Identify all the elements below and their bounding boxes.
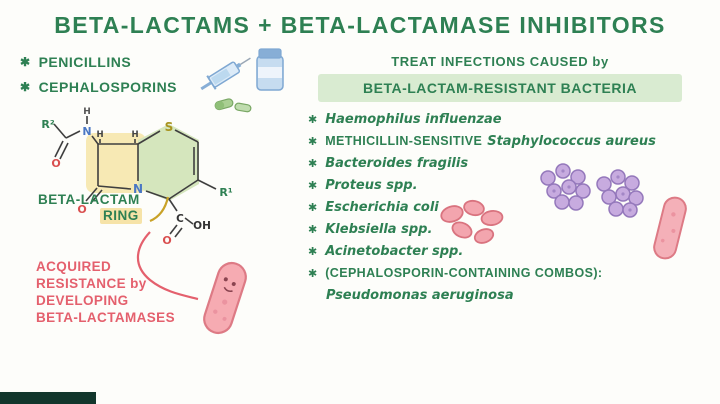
list-item: ✱ Bacteroides fragilis [308,152,656,174]
bacteria-name: Bacteroides fragilis [325,155,469,171]
ring-label-line1: BETA-LACTAM [38,192,140,207]
bacteria-name: Klebsiella spp. [325,221,433,237]
list-item: ✱ Klebsiella spp. [308,218,656,240]
staph-speckles [552,169,632,212]
bacteria-list: ✱ Haemophilus influenzae ✱ METHICILLIN-S… [308,108,656,306]
connector-graphics [136,196,247,335]
atom-label-o-amide: O [51,157,60,170]
bacteria-prefix: METHICILLIN-SENSITIVE [325,134,483,148]
asterisk-bullet-icon: ✱ [308,201,318,214]
bacteria-name: Acinetobacter spp. [325,243,464,259]
bacteria-name: Staphylococcus aureus [487,133,656,149]
drug-class-label: PENICILLINS [38,54,132,70]
asterisk-bullet-icon: ✱ [308,135,318,148]
list-item: ✱ Escherichia coli [308,196,656,218]
asterisk-bullet-icon: ✱ [308,223,318,236]
atom-label-n-ring: N [133,182,143,196]
asterisk-bullet-icon: ✱ [20,80,31,94]
medication-icons [200,48,284,113]
drug-class-label: CEPHALOSPORINS [38,79,178,95]
list-item: ✱ METHICILLIN-SENSITIVE Staphylococcus a… [308,130,656,152]
resistance-note-line: BETA-LACTAMASES [36,310,175,325]
page-title: BETA-LACTAMS + BETA-LACTAMASE INHIBITORS [54,12,666,38]
drug-class-item-penicillins: ✱ PENICILLINS [20,54,177,70]
beta-lactam-ring-highlight [86,133,146,193]
thiazine-ring-highlight [138,124,199,201]
asterisk-bullet-icon: ✱ [308,113,318,126]
bacteria-illustrations [440,163,687,260]
asterisk-bullet-icon: ✱ [308,267,318,280]
resistant-bacterium-icon [203,261,247,335]
resistance-note-line: DEVELOPING [36,293,129,308]
syringe-icon [200,57,251,91]
asterisk-bullet-icon: ✱ [20,55,31,69]
bacteria-prefix: (CEPHALOSPORIN-CONTAINING COMBOS): [325,266,603,280]
list-item: ✱ Acinetobacter spp. [308,240,656,262]
beta-lactam-structure: R² H N O H H S N O R¹ C OH O [41,107,232,247]
bacteria-name: Escherichia coli [325,199,439,215]
pill-bottle-icon [256,48,284,91]
atom-label-c-acid: C [176,213,184,225]
asterisk-bullet-icon: ✱ [308,179,318,192]
atom-label-h-amide: H [83,107,91,117]
list-item: ✱ Haemophilus influenzae [308,108,656,130]
atom-label-r1: R¹ [219,186,232,199]
asterisk-bullet-icon: ✱ [308,245,318,258]
staph-cluster-icon [540,163,644,218]
list-item-sub: Pseudomonas aeruginosa [326,284,656,306]
treat-heading: TREAT INFECTIONS CAUSED by [391,54,609,69]
bacteria-name: Proteus spp. [325,177,418,193]
atom-label-o-lactam: O [77,203,86,216]
pills-icon [214,98,252,113]
atom-label-o-acid: O [162,234,171,247]
resistance-note-line: ACQUIRED [36,259,112,274]
atom-label-oh: OH [193,220,211,232]
structure-bonds [53,116,217,238]
drug-class-item-cephalosporins: ✱ CEPHALOSPORINS [20,79,177,95]
ring-pointer-icon [149,196,170,223]
resistance-note-line: RESISTANCE by [36,276,147,291]
pink-cocci-icon [440,199,504,244]
list-item: ✱ (CEPHALOSPORIN-CONTAINING COMBOS): [308,262,656,284]
resistance-arrow-icon [136,231,199,301]
beta-lactam-ring-label: BETA-LACTAM RING [38,192,142,224]
asterisk-bullet-icon: ✱ [308,157,318,170]
atom-label-n-amide: N [82,125,91,138]
bacteria-name: Pseudomonas aeruginosa [326,287,514,303]
watermark-bar [0,392,96,404]
list-item: ✱ Proteus spp. [308,174,656,196]
bacteria-name: Haemophilus influenzae [325,111,502,127]
atom-label-h-stereo-right: H [131,130,138,140]
atom-label-h-stereo-left: H [96,130,103,140]
resistant-bacteria-highlight: BETA-LACTAM-RESISTANT BACTERIA [318,74,682,102]
ring-label-line2: RING [100,208,142,224]
atom-label-s: S [165,120,174,134]
rod-bacterium-icon [653,196,687,260]
atom-label-r2: R² [41,118,54,131]
resistance-note: ACQUIRED RESISTANCE by DEVELOPING BETA-L… [36,258,175,326]
drug-class-list: ✱ PENICILLINS ✱ CEPHALOSPORINS [20,54,177,104]
